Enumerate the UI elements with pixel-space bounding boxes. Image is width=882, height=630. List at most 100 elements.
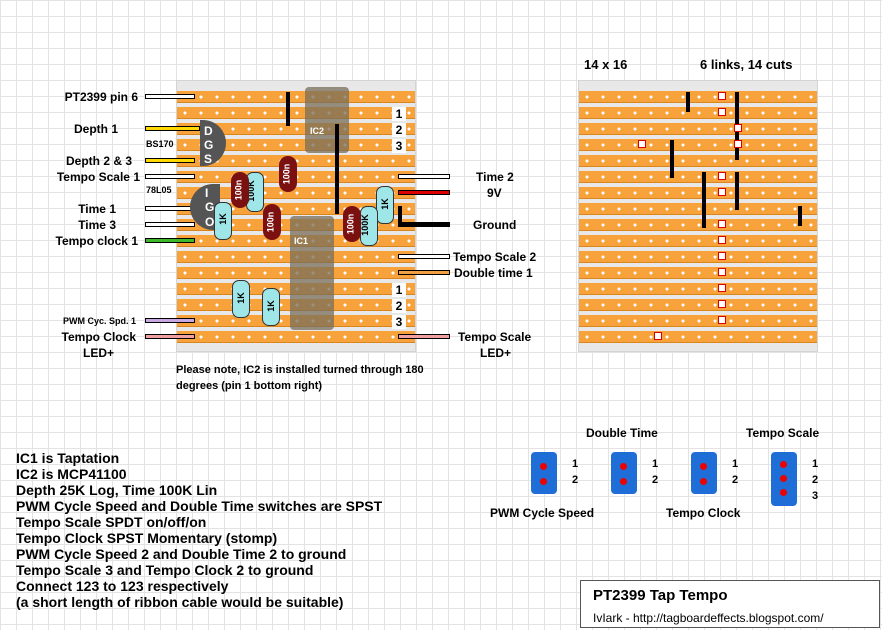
copper-strip: [579, 331, 817, 343]
track-cut: [718, 92, 726, 100]
label-tempo-clock: Tempo Clock: [61, 330, 136, 344]
wire-double-time1: [398, 270, 450, 275]
cap-100n-a: [231, 172, 249, 208]
label-time2: Time 2: [476, 170, 514, 184]
link-right-1: [686, 92, 690, 112]
copper-strip: [177, 91, 415, 103]
label-double-time: Double Time: [586, 426, 658, 440]
board-links: 6 links, 14 cuts: [700, 57, 793, 72]
track-cut: [718, 108, 726, 116]
link-right-5: [735, 172, 739, 210]
label-pwm-sw: PWM Cycle Speed: [490, 506, 595, 520]
track-cut: [718, 300, 726, 308]
conn-bot-2: 2: [392, 299, 406, 313]
track-cut: [734, 124, 742, 132]
label-depth23: Depth 2 & 3: [65, 154, 132, 168]
sw-num: 2: [572, 474, 579, 486]
label-tempo-clock-sw: Tempo Clock: [666, 506, 741, 520]
label-r1k-c: 1K: [265, 300, 276, 312]
cap-100n-c: [263, 204, 281, 240]
credit: IvIark - http://tagboardeffects.blogspot…: [593, 611, 824, 625]
sw-num: 1: [732, 458, 739, 470]
note-line: Depth 25K Log, Time 100K Lin: [16, 482, 218, 498]
copper-strip: [579, 155, 817, 167]
pin-o: O: [205, 215, 215, 229]
copper-strip: [579, 283, 817, 295]
copper-strip: [579, 107, 817, 119]
board-size: 14 x 16: [584, 57, 628, 72]
note-line: Tempo Scale 3 and Tempo Clock 2 to groun…: [16, 562, 314, 578]
wire-tempo-clock1: [145, 238, 195, 243]
cap-100n-d: [343, 206, 361, 242]
label-c100n-b: 100n: [281, 163, 292, 185]
track-cut: [718, 252, 726, 260]
sw-num: 2: [652, 474, 659, 486]
resistor-1k-b: [232, 280, 250, 318]
wire-pin6: [145, 94, 195, 99]
title-box: PT2399 Tap Tempo IvIark - http://tagboar…: [580, 580, 880, 628]
label-78l05: 78L05: [146, 185, 172, 195]
resistor-1k-a: [214, 202, 232, 240]
copper-strip: [579, 267, 817, 279]
link-left-3: [398, 206, 402, 226]
label-time1: Time 1: [78, 202, 116, 216]
conn-top-2: 2: [392, 123, 406, 137]
track-cut: [734, 140, 742, 148]
note-line: Tempo Clock SPST Momentary (stomp): [16, 530, 278, 546]
track-cut: [654, 332, 662, 340]
link-left-1: [335, 124, 339, 214]
label-r1k-b: 1K: [235, 292, 246, 304]
label-r1k-d: 1K: [379, 198, 390, 210]
track-cut: [638, 140, 646, 148]
sw-num: 3: [812, 490, 819, 502]
wire-depth1: [145, 126, 200, 131]
label-ground: Ground: [473, 218, 517, 232]
label-c100n-c: 100n: [265, 211, 276, 233]
track-cut: [718, 172, 726, 180]
label-pwm-cyc: PWM Cyc. Spd. 1: [62, 316, 136, 326]
wire-pwm: [145, 318, 195, 323]
pin-g2: G: [205, 200, 215, 214]
label-tempo-scale-r: Tempo Scale: [458, 330, 532, 344]
copper-strip: [579, 219, 817, 231]
copper-strip: [579, 91, 817, 103]
ic2-note: Please note, IC2 is installed turned thr…: [176, 364, 424, 392]
note-line: IC1 is Taptation: [16, 450, 120, 466]
pin-i: I: [205, 186, 209, 200]
label-double-time1: Double time 1: [454, 266, 533, 280]
label-bs170: BS170: [146, 139, 174, 149]
link-right-4: [702, 172, 706, 228]
link-right-6: [798, 206, 802, 226]
label-depth1: Depth 1: [73, 122, 118, 136]
pin-s: S: [204, 152, 213, 166]
label-time3: Time 3: [78, 218, 116, 232]
copper-strip: [579, 139, 817, 151]
wire-tempo-clock: [145, 334, 195, 339]
wire-tempo-scale1: [145, 174, 195, 179]
link-right-3: [670, 140, 674, 178]
page-title: PT2399 Tap Tempo: [593, 587, 728, 604]
copper-strip: [579, 203, 817, 215]
copper-strip: [579, 251, 817, 263]
wire-time1: [145, 206, 195, 211]
cap-100n-b: [279, 156, 297, 192]
cut-board: [578, 80, 818, 352]
copper-strip: [579, 315, 817, 327]
link-left-2: [286, 92, 290, 126]
label-ic1: IC1: [294, 236, 309, 246]
conn-bot-3: 3: [392, 315, 406, 329]
label-r1k-a: 1K: [217, 213, 228, 225]
sw-num: 1: [572, 458, 579, 470]
conn-bot-1: 1: [392, 283, 406, 297]
note-line: Connect 123 to 123 respectively: [16, 578, 229, 594]
label-c100n-d: 100n: [345, 213, 356, 235]
conn-top-1: 1: [392, 107, 406, 121]
wire-tempo-scale: [398, 334, 450, 339]
label-pt2399-pin6: PT2399 pin 6: [64, 90, 138, 104]
label-tempo-scale1: Tempo Scale 1: [56, 170, 140, 184]
switch-pwm: [531, 452, 557, 494]
sw-num: 2: [812, 474, 819, 486]
wire-tempo-scale2: [398, 254, 450, 259]
label-tempo-scale-sw: Tempo Scale: [746, 426, 820, 440]
conn-top-3: 3: [392, 139, 406, 153]
